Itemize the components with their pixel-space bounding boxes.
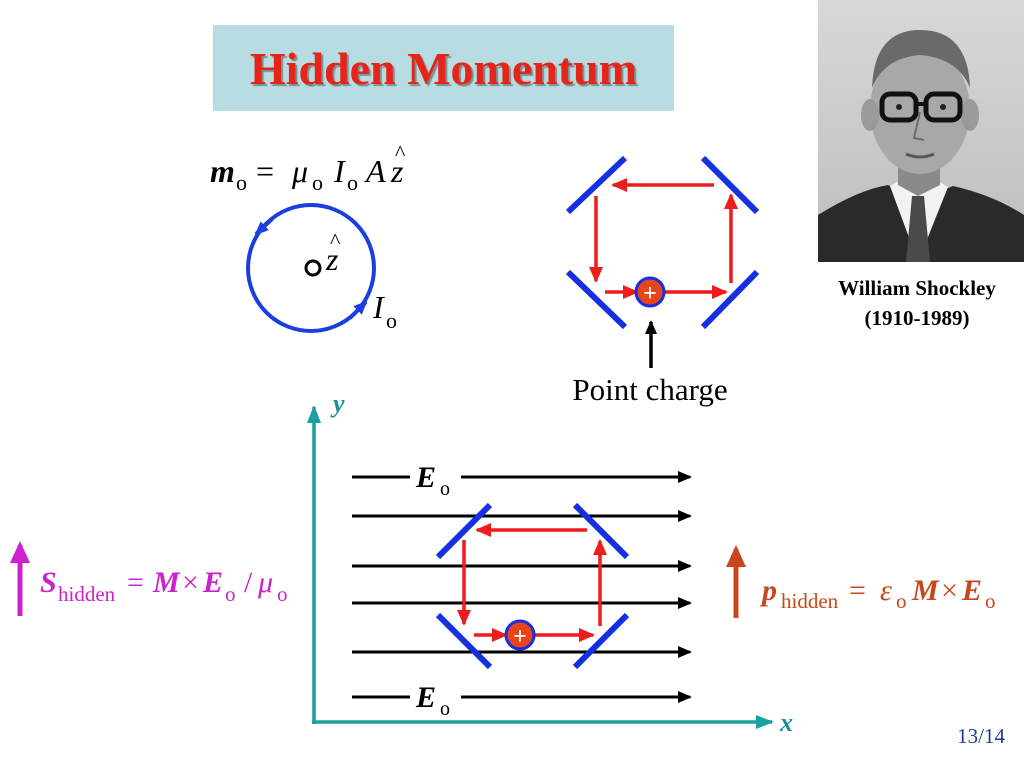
p-hidden-eps-sub: o <box>896 589 907 613</box>
eq-z-hat: ^ <box>395 140 406 165</box>
mirror-top-right <box>700 155 760 215</box>
portrait-illustration <box>818 0 1024 262</box>
mirror2-bottom-right <box>572 612 630 670</box>
title-box: Hidden Momentum <box>213 25 674 111</box>
s-hidden-S: S <box>40 566 57 599</box>
magnetic-moment-equation: m o = μ o I o A z ^ <box>210 140 406 195</box>
mirror2-top-right <box>572 502 630 560</box>
mirror2-bottom-left <box>435 612 493 670</box>
loop-axis-z: z <box>325 241 339 277</box>
point-charge2-icon <box>504 619 536 651</box>
eq-current: I <box>333 153 346 189</box>
p-hidden-times: × <box>941 574 958 607</box>
mirror-bottom-right <box>700 269 760 330</box>
eq-m: m <box>210 153 235 189</box>
mirror-top-left <box>565 155 628 215</box>
point-charge-sign: + <box>643 281 657 307</box>
eq-mu: μ <box>291 153 308 189</box>
p-hidden-p: p <box>759 574 777 607</box>
mirror2-top-left <box>435 502 493 560</box>
eq-mu-sub: o <box>312 170 323 195</box>
point-charge2-sign: + <box>513 624 527 650</box>
mirror-box-bottom: + <box>435 502 630 670</box>
loop-circle <box>246 203 376 333</box>
current-loop: z ^ I o <box>246 203 397 333</box>
p-hidden-equals: = <box>849 574 866 607</box>
p-hidden-M: M <box>911 574 940 607</box>
field-label-top-E: E <box>415 461 436 494</box>
s-hidden-E-sub: o <box>225 582 236 606</box>
coordinate-axes: y x <box>307 389 793 737</box>
loop-arrow-bottom <box>348 300 368 320</box>
eq-z: z <box>390 153 404 189</box>
field-label-bottom-E: E <box>415 681 436 714</box>
x-axis-label: x <box>779 708 793 737</box>
electric-field-lines: E o E o <box>352 461 692 720</box>
loop-current-sub: o <box>386 308 397 333</box>
mirror-box-top: + <box>565 155 760 368</box>
s-hidden-mu: μ <box>257 566 273 599</box>
eq-area: A <box>364 153 386 189</box>
p-hidden-E: E <box>961 574 982 607</box>
s-hidden-E: E <box>202 566 223 599</box>
s-hidden-M: M <box>152 566 181 599</box>
point-charge-icon <box>634 276 666 308</box>
mirror-bottom-left <box>565 269 628 330</box>
photo-caption-years: (1910-1989) <box>864 306 970 330</box>
field-label-top-sub: o <box>440 478 450 500</box>
s-hidden-equation: S hidden = M × E o / μ o <box>9 541 288 616</box>
eq-equals: = <box>256 153 274 189</box>
p-hidden-sub: hidden <box>781 589 839 613</box>
p-hidden-equation: p hidden = ε o M × E o <box>726 545 996 618</box>
slide-title: Hidden Momentum <box>249 42 638 94</box>
portrait-photo <box>818 0 1024 262</box>
s-hidden-mu-sub: o <box>277 582 288 606</box>
page-number: 13/14 <box>957 724 1005 748</box>
point-charge-label: Point charge <box>572 372 728 407</box>
s-hidden-sub: hidden <box>58 582 116 606</box>
photo-caption-name: William Shockley <box>838 276 996 300</box>
s-hidden-times: × <box>182 566 199 599</box>
y-axis-label: y <box>330 389 345 418</box>
p-hidden-eps: ε <box>880 574 892 607</box>
eq-m-sub: o <box>236 170 247 195</box>
out-of-page-dot-icon <box>304 259 322 277</box>
loop-arrow-top <box>254 217 274 236</box>
s-hidden-slash: / <box>244 566 253 599</box>
eq-current-sub: o <box>347 170 358 195</box>
p-hidden-E-sub: o <box>985 589 996 613</box>
loop-axis-hat: ^ <box>330 228 341 253</box>
s-hidden-equals: = <box>127 566 144 599</box>
loop-current-label: I <box>372 289 385 325</box>
field-label-bottom-sub: o <box>440 698 450 720</box>
